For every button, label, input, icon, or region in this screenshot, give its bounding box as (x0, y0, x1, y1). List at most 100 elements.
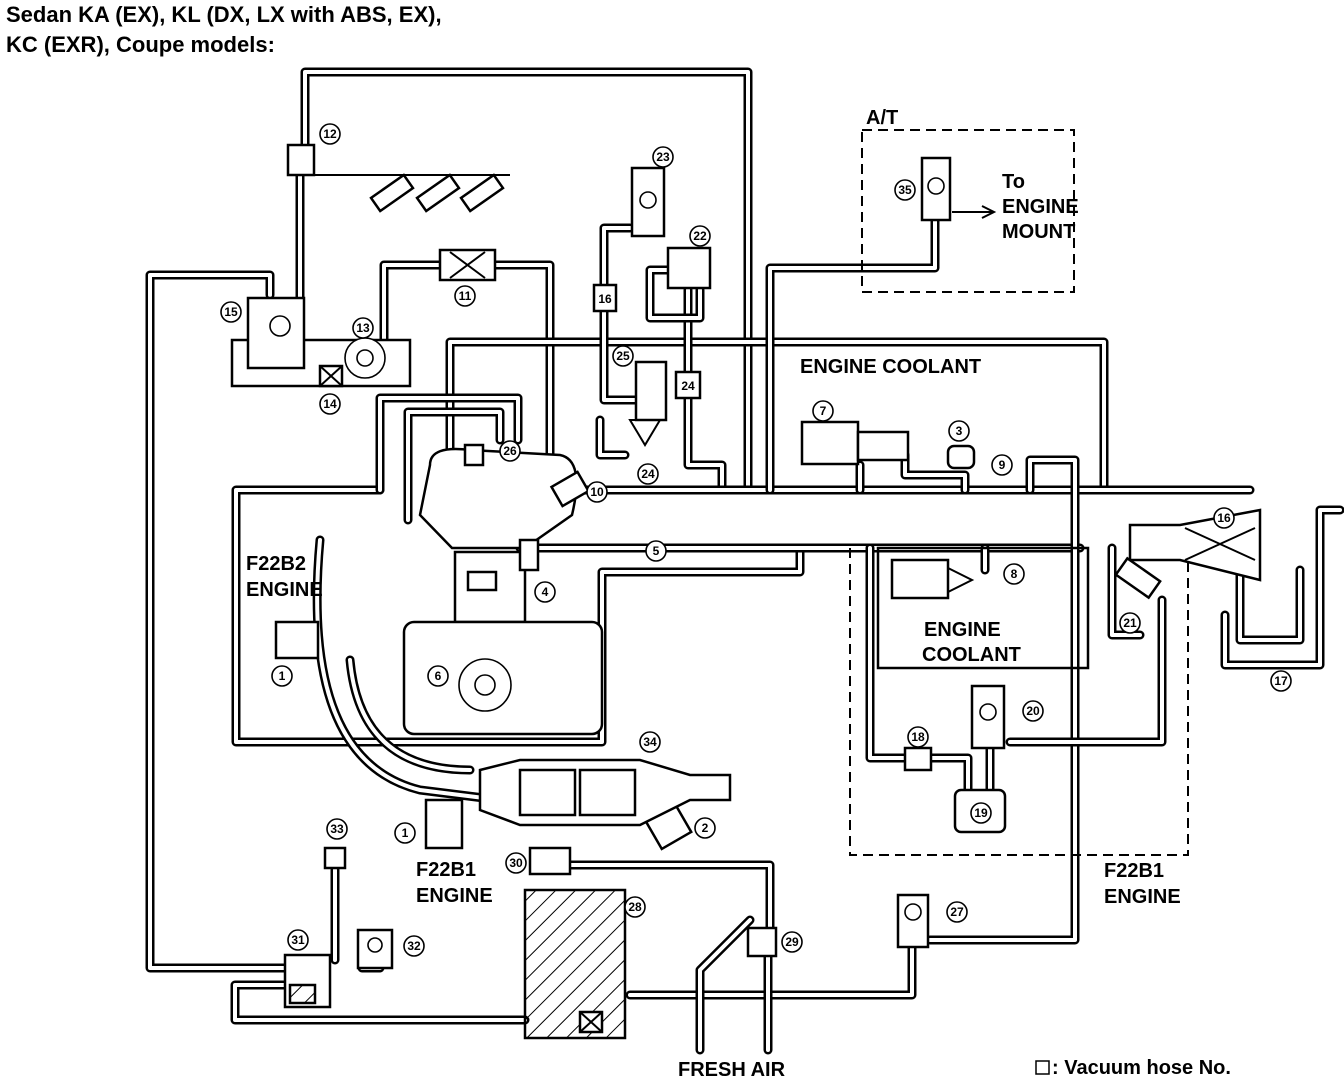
valve-18 (903, 746, 933, 772)
callout-number: 32 (407, 939, 421, 953)
callout-c26: 26 (499, 440, 521, 462)
engine-label: ENGINE (1002, 196, 1079, 218)
callout-number: 5 (653, 544, 660, 558)
callout-circle (991, 454, 1013, 476)
callout-c1b: 1 (394, 822, 416, 844)
f22b1-right-label-line1: F22B1 (1104, 860, 1164, 882)
vacuum-hose-16: 16 (598, 292, 612, 306)
callout-circle (612, 345, 634, 367)
callout-c9: 9 (991, 454, 1013, 476)
header-line-1: Sedan KA (EX), KL (DX, LX with ABS, EX), (6, 2, 442, 27)
legend-label: : Vacuum hose No. (1052, 1057, 1231, 1079)
callout-number: 7 (820, 404, 827, 418)
callout-circle (645, 540, 667, 562)
callout-c3: 3 (948, 420, 970, 442)
f22b1-right-label-line2: ENGINE (1104, 886, 1181, 908)
callout-circle (1119, 612, 1141, 634)
callout-c28: 28 (624, 896, 646, 918)
component-4 (518, 538, 540, 572)
oxygen-sensor-1-lower (424, 798, 464, 850)
callout-c19: 19 (970, 802, 992, 824)
callout-c21: 21 (1119, 612, 1141, 634)
component-7 (800, 420, 860, 466)
callout-circle (505, 852, 527, 874)
callout-circle (652, 146, 674, 168)
callout-number: 2 (702, 821, 709, 835)
solenoid-valve-35 (920, 156, 952, 222)
callout-number: 23 (656, 150, 670, 164)
callout-number: 4 (542, 585, 549, 599)
callout-circle (319, 393, 341, 415)
callout-number: 1 (279, 669, 286, 683)
callout-circle (970, 802, 992, 824)
callout-c10: 10 (586, 481, 608, 503)
callout-circle (894, 179, 916, 201)
callout-number: 34 (643, 735, 657, 749)
callout-number: 17 (1274, 674, 1288, 688)
callout-number: 16 (1217, 511, 1231, 525)
solenoid-valve-27 (896, 893, 930, 949)
callout-number: 22 (693, 229, 707, 243)
callout-circle (1213, 507, 1235, 529)
legend-box-icon (1035, 1060, 1050, 1075)
callout-c27: 27 (946, 901, 968, 923)
callout-c31: 31 (287, 929, 309, 951)
callout-number: 12 (323, 127, 337, 141)
header-line-2: KC (EXR), Coupe models: (6, 32, 275, 57)
oxygen-sensor-1-upper (274, 620, 320, 660)
callout-circle (1270, 670, 1292, 692)
engine (402, 443, 604, 736)
engine-coolant-top-label: ENGINE COOLANT (800, 356, 981, 378)
callout-c5: 5 (645, 540, 667, 562)
callout-number: 35 (898, 183, 912, 197)
callout-c6: 6 (427, 665, 449, 687)
engine-coolant-box (876, 546, 1090, 670)
callout-c4: 4 (534, 581, 556, 603)
callout-circle (689, 225, 711, 247)
fuel-injectors (305, 173, 510, 213)
engine-coolant-lower-line2: COOLANT (922, 644, 1021, 666)
callout-c1a: 1 (271, 665, 293, 687)
f22b1-bottom-label-line1: F22B1 (416, 859, 476, 881)
callout-circle (948, 420, 970, 442)
callout-number: 10 (590, 485, 604, 499)
callout-c11: 11 (454, 285, 476, 307)
callout-c17: 17 (1270, 670, 1292, 692)
callout-number: 20 (1026, 704, 1040, 718)
hose-network (145, 67, 1344, 1055)
callout-number: 25 (616, 349, 630, 363)
fuel-pressure-regulator-12 (286, 143, 316, 177)
f22b2-label-line1: F22B2 (246, 553, 306, 575)
callout-number: 1 (402, 826, 409, 840)
mount-label: MOUNT (1002, 221, 1075, 243)
vacuum-hose-24: 24 (681, 379, 695, 393)
connector-33 (323, 846, 347, 870)
callout-c24a: 24 (637, 463, 659, 485)
to-label: To (1002, 171, 1025, 193)
valve-21 (1114, 556, 1162, 600)
callout-number: 24 (641, 467, 655, 481)
callout-c7: 7 (812, 400, 834, 422)
callout-number: 26 (503, 444, 517, 458)
component-26 (463, 443, 485, 467)
callout-number: 18 (911, 730, 925, 744)
callout-circle (907, 726, 929, 748)
callout-c20: 20 (1022, 700, 1044, 722)
callout-circle (271, 665, 293, 687)
callout-circle (352, 317, 374, 339)
valve-30 (528, 846, 572, 876)
f22b2-label-line2: ENGINE (246, 579, 323, 601)
callout-circle (534, 581, 556, 603)
callout-circle (326, 818, 348, 840)
callout-number: 28 (628, 900, 642, 914)
valve-29 (746, 926, 778, 958)
callout-c34: 34 (639, 731, 661, 753)
callout-number: 30 (509, 856, 523, 870)
valve-25 (634, 360, 668, 422)
valve-22 (666, 246, 712, 290)
callout-number: 13 (356, 321, 370, 335)
callout-number: 15 (224, 305, 238, 319)
callout-circle (319, 123, 341, 145)
